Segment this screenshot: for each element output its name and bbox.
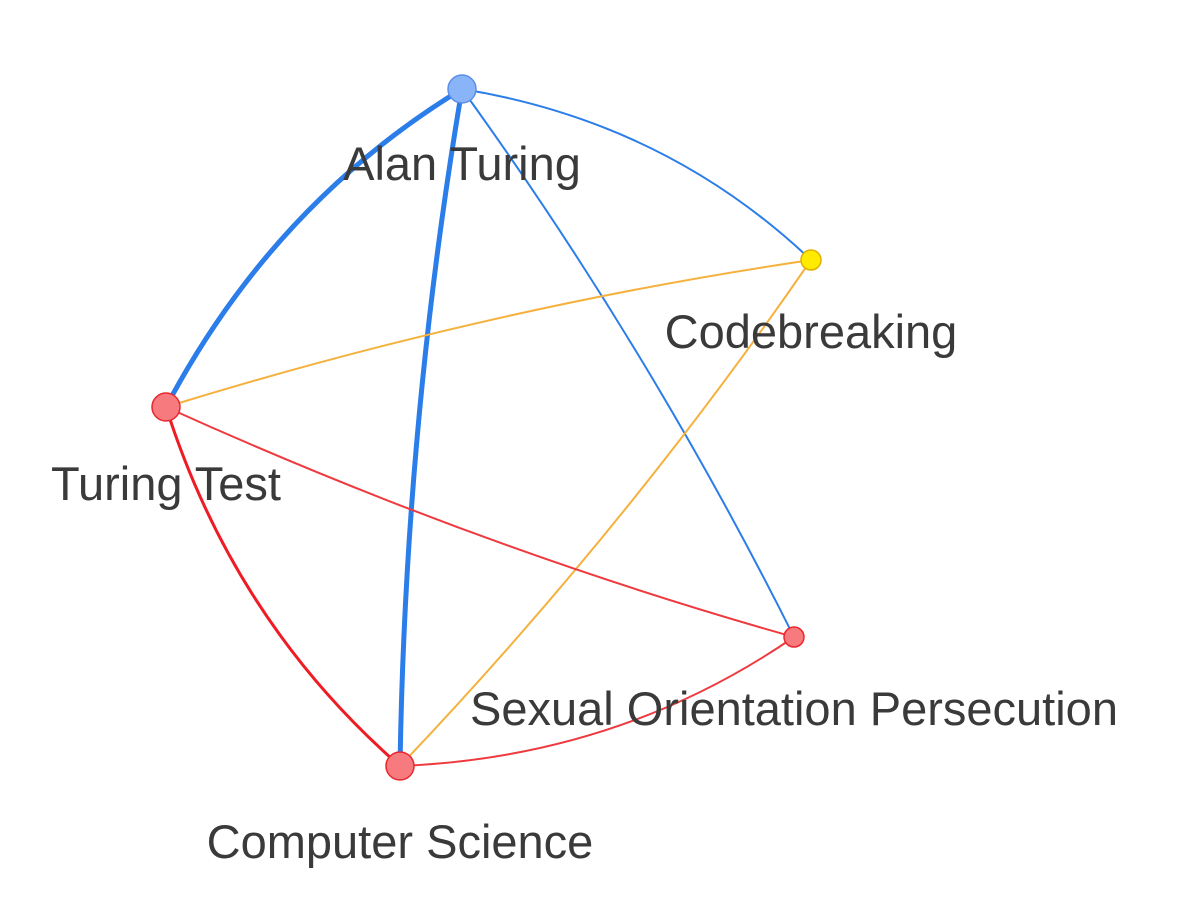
- edge-computer-science-sexual-orientation-persecution: [399, 636, 795, 767]
- edge-codebreaking-turing-test: [165, 259, 812, 408]
- node-codebreaking[interactable]: [800, 249, 822, 271]
- edge-turing-test-sexual-orientation-persecution: [165, 406, 795, 638]
- node-computer-science[interactable]: [385, 751, 415, 781]
- node-label-sexual-orientation-persecution: Sexual Orientation Persecution: [470, 682, 1118, 735]
- nodes-layer: [151, 74, 822, 781]
- edge-turing-test-computer-science: [164, 405, 402, 768]
- edge-alan-turing-computer-science: [397, 86, 465, 769]
- node-alan-turing[interactable]: [447, 74, 477, 104]
- edge-alan-turing-codebreaking: [461, 88, 812, 261]
- node-label-turing-test: Turing Test: [51, 457, 281, 510]
- node-label-alan-turing: Alan Turing: [343, 137, 581, 190]
- edge-alan-turing-turing-test: [163, 86, 465, 410]
- edge-codebreaking-computer-science: [399, 259, 812, 767]
- node-label-computer-science: Computer Science: [207, 815, 594, 868]
- node-sexual-orientation-persecution[interactable]: [783, 626, 805, 648]
- edge-alan-turing-sexual-orientation-persecution: [461, 88, 795, 638]
- edges-layer: [163, 86, 812, 769]
- node-label-codebreaking: Codebreaking: [665, 305, 958, 358]
- node-turing-test[interactable]: [151, 392, 181, 422]
